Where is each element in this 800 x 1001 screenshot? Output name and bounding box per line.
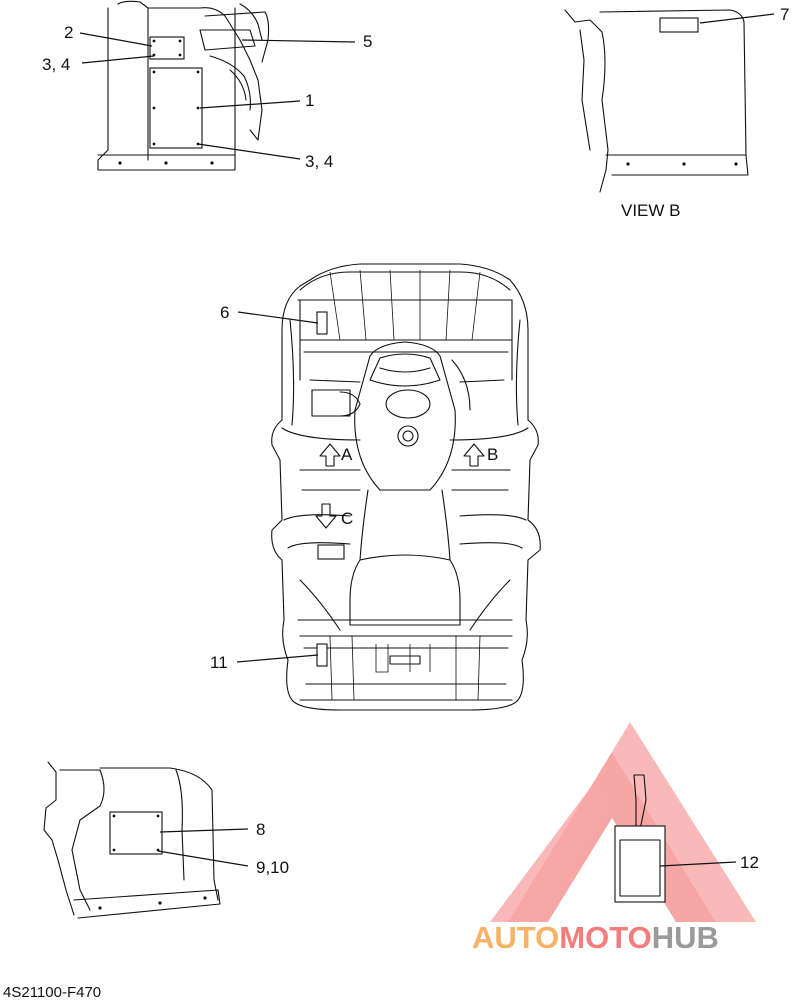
- arrow-up-a-icon: [319, 443, 341, 467]
- watermark-moto: MOTO: [559, 920, 651, 955]
- watermark-auto: AUTO: [472, 920, 559, 955]
- callout-6: 6: [220, 303, 229, 322]
- hang-tag-detail: [614, 774, 666, 903]
- arrow-label-a: A: [341, 445, 353, 464]
- callout-2: 2: [64, 23, 73, 42]
- callout-8: 8: [256, 820, 265, 839]
- callout-9-10: 9,10: [256, 858, 289, 877]
- callout-leaders: [79, 13, 775, 867]
- callout-1: 1: [305, 91, 314, 110]
- watermark-hub: HUB: [652, 920, 719, 955]
- callout-3-4-bottom: 3, 4: [305, 152, 333, 171]
- callout-3-4-top: 3, 4: [42, 55, 70, 74]
- front-fender-detail: [97, 0, 270, 171]
- callout-12: 12: [740, 853, 759, 872]
- callout-11: 11: [210, 653, 228, 672]
- view-b-detail: [564, 9, 749, 193]
- drawing-code: 4S21100-F470: [3, 984, 101, 1001]
- atv-top-view: [271, 263, 541, 711]
- rear-fender-detail: [43, 761, 221, 919]
- callout-7: 7: [780, 5, 789, 24]
- arrow-down-c-icon: [315, 503, 337, 529]
- arrow-up-b-icon: [463, 443, 485, 467]
- callout-5: 5: [363, 32, 372, 51]
- arrow-label-b: B: [487, 445, 498, 464]
- arrow-label-c: C: [341, 509, 353, 528]
- svg-text:AUTOMOTOHUB: AUTOMOTOHUB: [472, 920, 719, 955]
- view-b-label: VIEW B: [621, 201, 681, 220]
- watermark-logo: AUTOMOTOHUB: [472, 722, 756, 955]
